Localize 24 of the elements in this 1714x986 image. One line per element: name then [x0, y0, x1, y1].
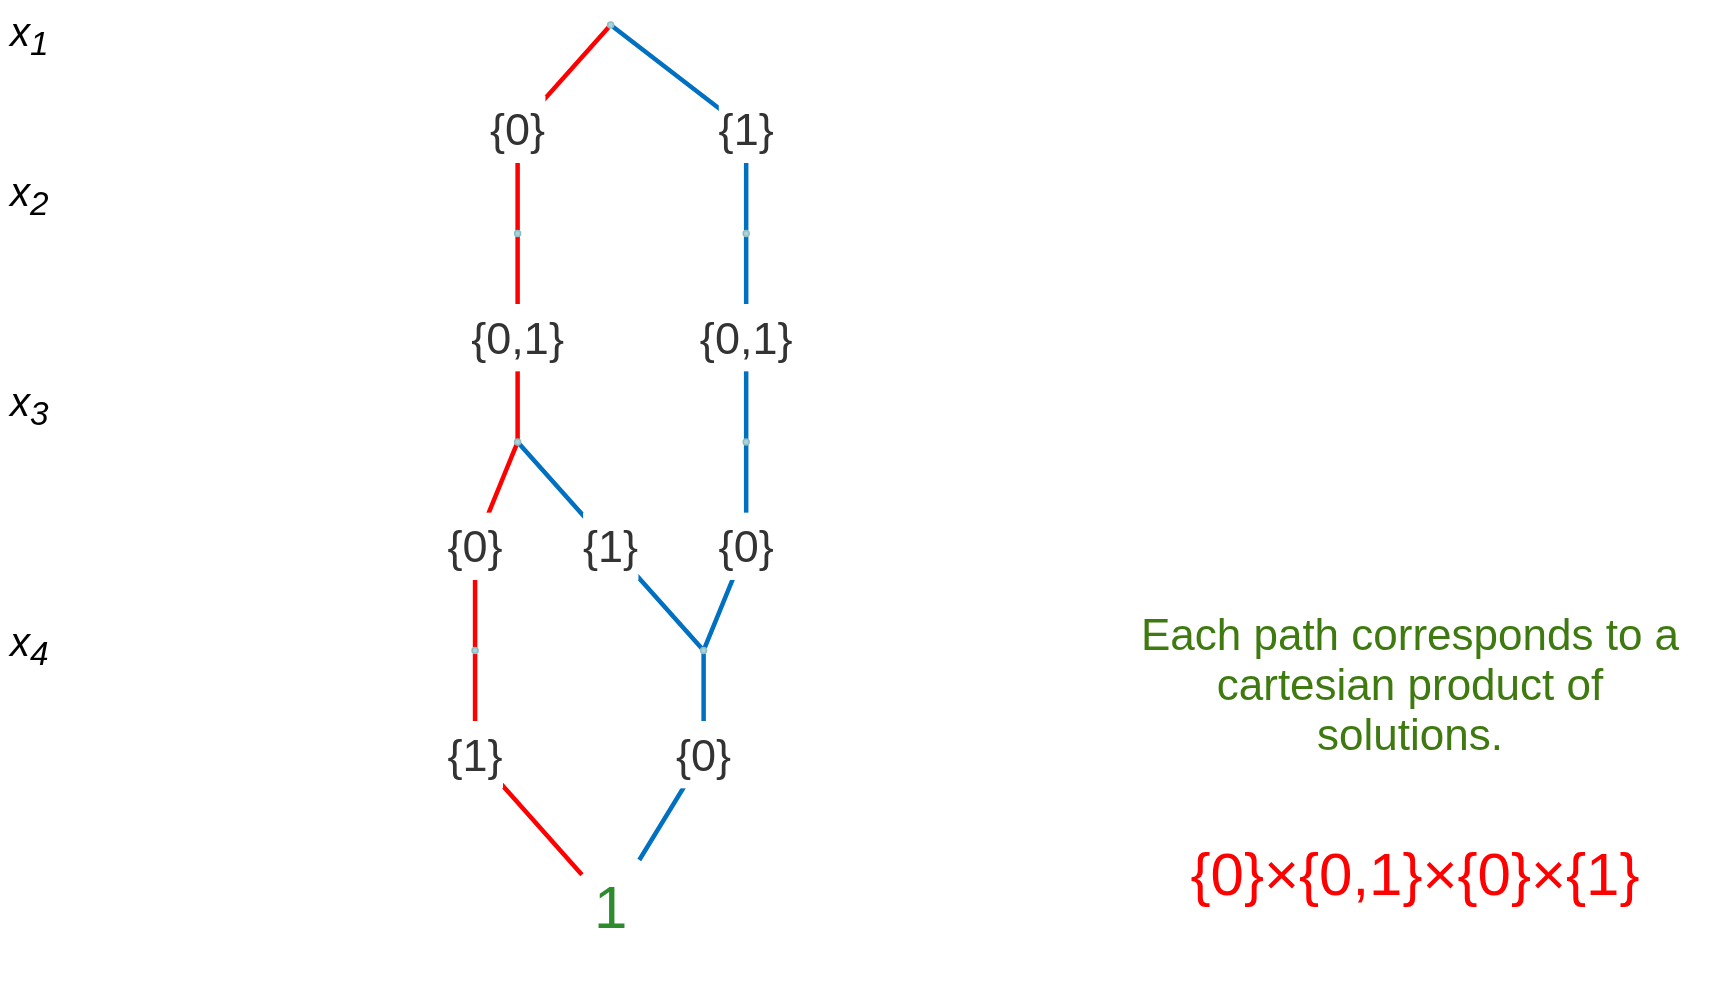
edge-label: {0} [718, 521, 774, 571]
node-text: 1 [593, 874, 628, 940]
node-circle [606, 21, 615, 29]
connector [517, 442, 704, 650]
edge-label: {0} [490, 104, 546, 154]
level-label: x$_{3}$ [10, 380, 49, 433]
node-circle [742, 438, 750, 446]
level-label: x$_{1}$ [10, 10, 49, 63]
edge-label: {1} [718, 104, 774, 154]
note-text: Each path corresponds to a cartesian product of solutions. [1139, 610, 1681, 760]
node-circle [742, 229, 750, 238]
node-circle [699, 646, 708, 655]
node-circle [513, 438, 522, 446]
edge-label: {1} [583, 521, 639, 571]
node-circle [513, 229, 522, 238]
edge-label: {0} [676, 730, 732, 780]
edge-label: {0,1} [471, 313, 564, 363]
edge-label: {1} [447, 730, 503, 780]
product-formula: {0}×{0,1}×{0}×{1} [1189, 840, 1641, 909]
level-label: x$_{2}$ [10, 170, 49, 223]
level-label: x$_{4}$ [10, 620, 49, 673]
edge-label: {0,1} [699, 313, 793, 363]
node-circle [471, 646, 479, 655]
edge-label: {0} [447, 521, 503, 571]
